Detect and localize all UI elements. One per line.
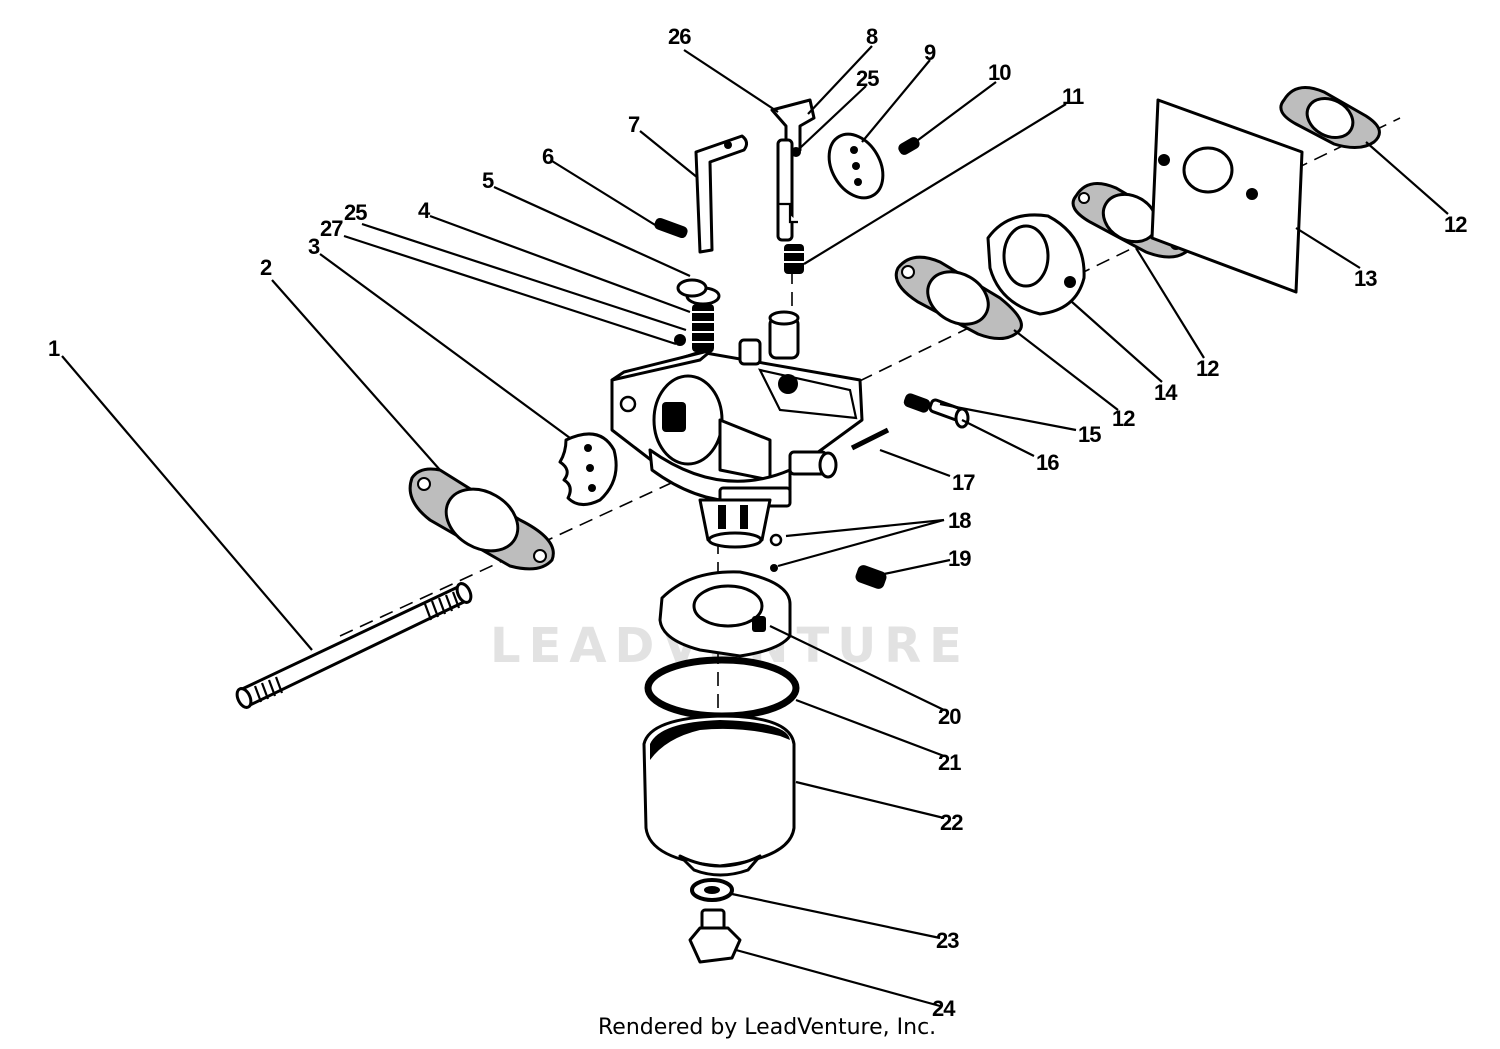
callout-11: 11 [1062,84,1084,109]
callouts: 1 2 3 27 25 4 5 6 7 26 8 25 9 10 11 12 1… [48,24,1468,1021]
leader-lines [61,45,1449,1008]
carburetor-body [610,310,864,508]
part-18-seal [769,533,783,572]
part-24-bowl-nut [688,908,742,964]
callout-27: 27 [320,216,343,241]
nozzle-assembly [698,498,772,549]
callout-16: 16 [1036,450,1059,475]
part-20-float [658,570,792,658]
part-7-throttle-lever [694,134,749,254]
callout-18: 18 [948,508,971,533]
callout-25a: 25 [344,200,367,225]
part-6-screw [654,217,688,239]
part-23-washer [690,878,734,902]
part-5-screw [676,278,708,298]
callout-4: 4 [418,198,431,223]
callout-5: 5 [482,168,494,193]
callout-12-left: 12 [1112,406,1135,431]
part-17-pin [850,427,890,451]
callout-9: 9 [924,40,936,65]
callout-6: 6 [542,144,554,169]
part-2-gasket [408,467,555,571]
part-19-screw [855,565,887,589]
callout-22: 22 [940,810,963,835]
callout-21: 21 [938,750,961,775]
callout-15: 15 [1078,422,1101,447]
callout-12-right: 12 [1444,212,1467,237]
part-1-stud [235,582,473,709]
part-10-screw [898,137,920,155]
callout-10: 10 [988,60,1011,85]
callout-13: 13 [1354,266,1377,291]
callout-3: 3 [308,234,320,259]
part-9-choke-plate [827,132,885,200]
callout-25b: 25 [856,66,879,91]
callout-24: 24 [932,996,956,1021]
callout-19: 19 [948,546,971,571]
part-11-fitting [784,244,804,274]
callout-8: 8 [866,24,878,49]
part-22-fuel-bowl [642,714,796,877]
callout-7: 7 [628,112,640,137]
callout-1: 1 [48,336,60,361]
callout-12-mid: 12 [1196,356,1219,381]
part-16-screw [928,398,970,429]
callout-2: 2 [260,255,272,280]
part-12-gasket-c [1279,86,1381,149]
part-4-idle-screw [674,286,721,352]
part-3-throttle-plate [558,432,618,506]
part-15-spring [903,393,931,413]
part-13-plate [1150,98,1304,294]
credit-text: Rendered by LeadVenture, Inc. [598,1015,936,1040]
callout-23: 23 [936,928,959,953]
callout-17: 17 [952,470,975,495]
part-8-choke-shaft [770,98,816,242]
callout-14: 14 [1154,380,1178,405]
callout-26: 26 [668,24,691,49]
part-14-insulator [986,213,1086,316]
callout-20: 20 [938,704,961,729]
